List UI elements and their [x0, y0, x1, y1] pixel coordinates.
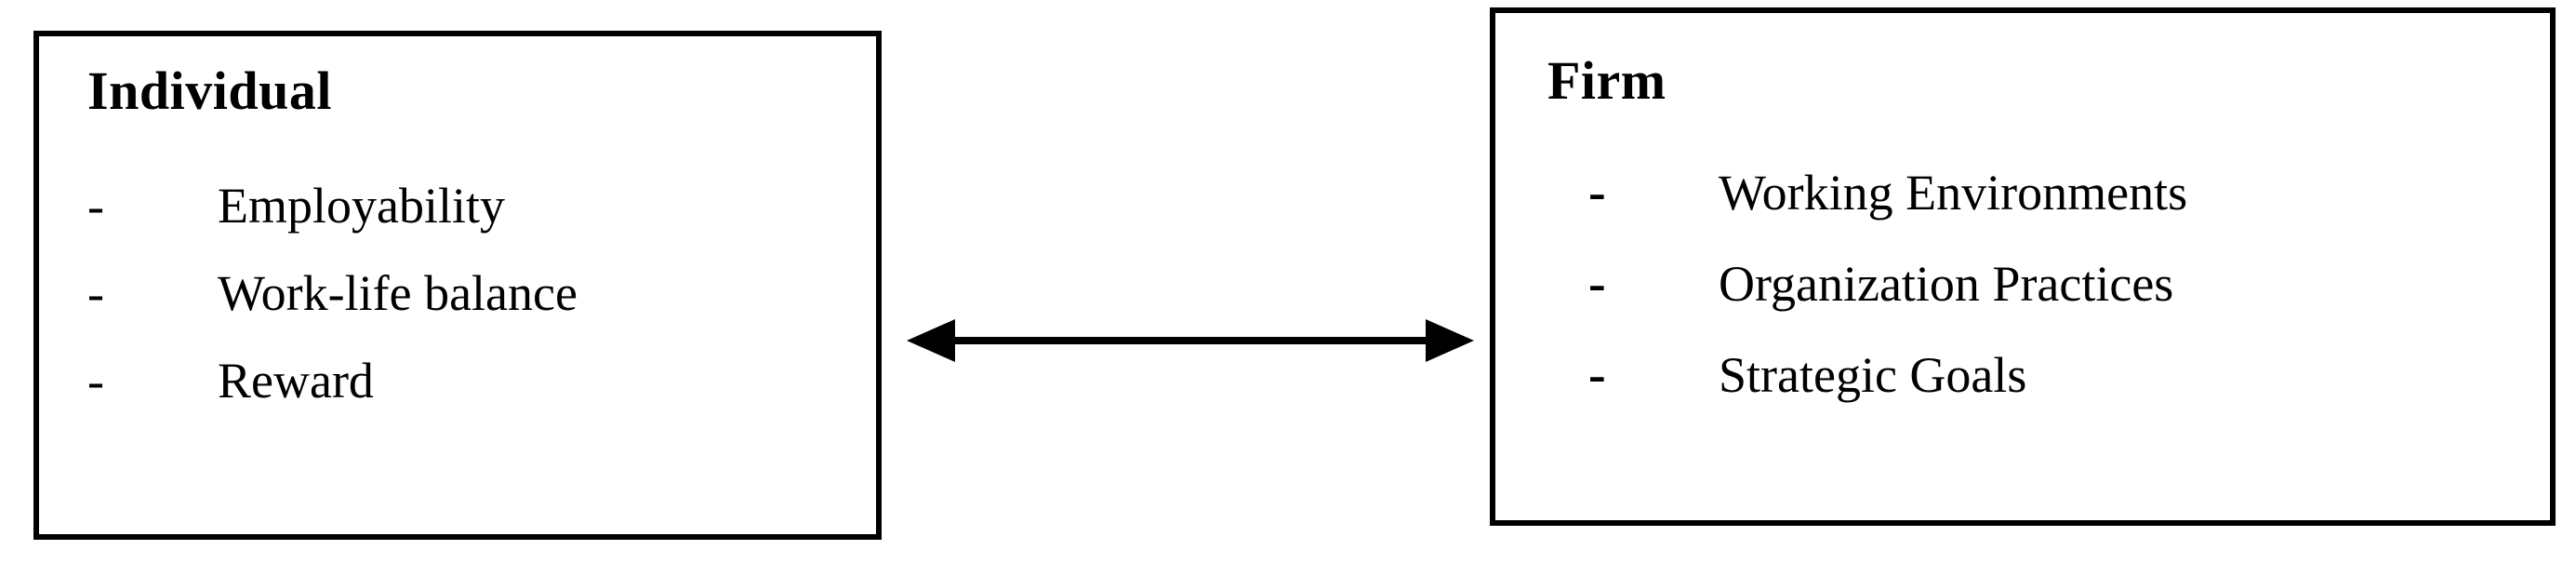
item-label: Reward — [218, 353, 374, 409]
item-label: Strategic Goals — [1719, 347, 2027, 403]
list-item: - Employability — [87, 181, 869, 268]
list-item: - Organization Practices — [1588, 258, 2518, 349]
list-item: - Work-life balance — [87, 268, 869, 355]
bullet-dash-icon: - — [87, 265, 104, 321]
double-headed-arrow-svg — [907, 319, 1474, 362]
bullet-dash-icon: - — [1588, 255, 1606, 313]
item-label: Employability — [218, 178, 505, 234]
list-item: - Strategic Goals — [1588, 349, 2518, 440]
item-label: Organization Practices — [1719, 256, 2174, 312]
item-list-individual: - Employability - Work-life balance - Re… — [87, 181, 869, 443]
list-item: - Working Environments — [1588, 167, 2518, 258]
item-label: Work-life balance — [218, 265, 578, 321]
item-label: Working Environments — [1719, 165, 2188, 221]
box-title-firm: Firm — [1547, 50, 1666, 111]
list-item: - Reward — [87, 355, 869, 443]
concept-box-firm: Firm - Working Environments - Organizati… — [1490, 7, 2556, 526]
bullet-dash-icon: - — [1588, 164, 1606, 221]
double-headed-arrow-icon — [907, 315, 1474, 367]
bullet-dash-icon: - — [87, 178, 104, 234]
concept-box-individual: Individual - Employability - Work-life b… — [33, 31, 882, 540]
bullet-dash-icon: - — [1588, 346, 1606, 404]
bullet-dash-icon: - — [87, 353, 104, 409]
item-list-firm: - Working Environments - Organization Pr… — [1588, 167, 2518, 440]
box-title-individual: Individual — [87, 60, 332, 121]
